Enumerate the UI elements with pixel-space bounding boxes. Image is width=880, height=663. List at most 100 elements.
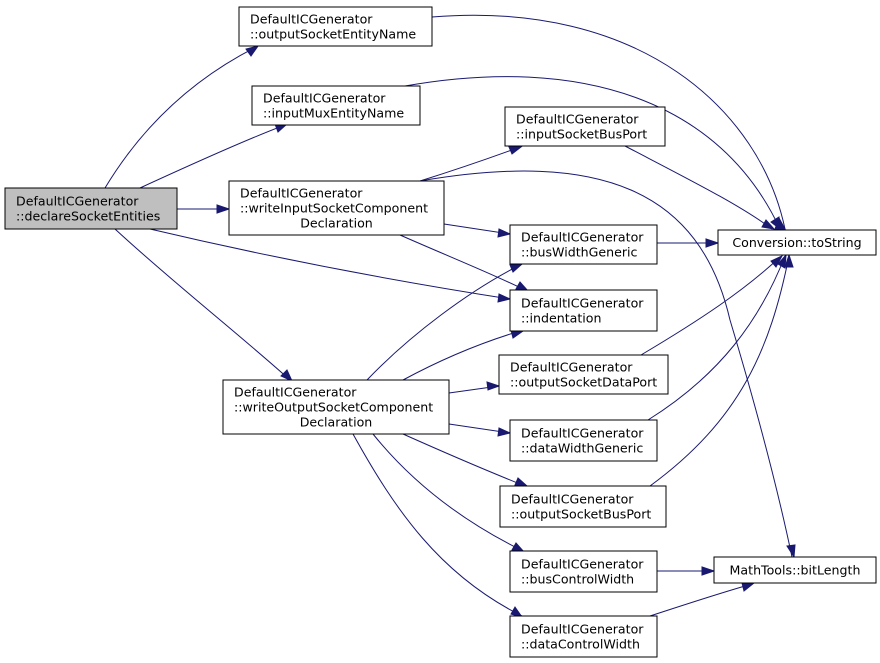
edge-writeOut-to-busWidth xyxy=(366,263,524,381)
edge-inBusPort-to-toString xyxy=(624,145,776,230)
node-label-line: ::outputSocketBusPort xyxy=(511,507,651,522)
node-label-line: ::indentation xyxy=(521,311,601,326)
edge-line xyxy=(402,433,526,487)
arrowhead-icon xyxy=(786,544,796,559)
node-label-line: ::writeInputSocketComponent xyxy=(240,201,428,216)
arrowhead-icon xyxy=(486,381,501,391)
arrowhead-icon xyxy=(216,204,231,214)
arrowhead-icon xyxy=(784,253,794,268)
node-box xyxy=(251,85,421,126)
node-box xyxy=(509,289,658,332)
edge-writeOut-to-dataWidth xyxy=(448,423,512,437)
edges-layer xyxy=(104,14,796,618)
node-label-line: DefaultICGenerator xyxy=(510,360,633,375)
node-label-line: DefaultICGenerator xyxy=(521,296,644,311)
edge-line xyxy=(149,228,511,300)
node-bitLength[interactable]: MathTools::bitLength xyxy=(713,556,877,584)
node-inBusPort[interactable]: DefaultICGenerator::inputSocketBusPort xyxy=(504,106,666,147)
node-outDataPort[interactable]: DefaultICGenerator::outputSocketDataPort xyxy=(498,354,669,395)
node-box xyxy=(498,354,669,395)
edge-dataCtrl-to-bitLength xyxy=(649,582,756,617)
node-declare[interactable]: DefaultICGenerator::declareSocketEntitie… xyxy=(4,187,178,230)
node-label-line: ::busWidthGeneric xyxy=(521,245,638,260)
node-box xyxy=(713,556,877,584)
edge-declare-to-writeOut xyxy=(114,228,294,383)
edge-writeIn-to-bitLength xyxy=(419,170,796,559)
edge-declare-to-writeIn xyxy=(177,204,231,214)
edge-declare-to-indent xyxy=(149,228,512,303)
node-box xyxy=(509,550,658,593)
node-label-line: ::outputSocketEntityName xyxy=(250,27,416,42)
node-toString[interactable]: Conversion::toString xyxy=(717,229,877,256)
edge-line xyxy=(647,255,786,421)
edge-line xyxy=(352,433,523,617)
node-writeIn[interactable]: DefaultICGenerator::writeInputSocketComp… xyxy=(228,180,445,236)
node-busWidth[interactable]: DefaultICGenerator::busWidthGeneric xyxy=(509,224,658,265)
edge-writeOut-to-outBusPort xyxy=(402,433,529,487)
node-label-line: DefaultICGenerator xyxy=(521,426,644,441)
node-box xyxy=(499,485,667,528)
edge-declare-to-inMuxEntName xyxy=(139,123,289,189)
node-label-line: DefaultICGenerator xyxy=(234,385,357,400)
node-label-line: DefaultICGenerator xyxy=(521,230,644,245)
edge-line xyxy=(624,145,773,230)
node-label-line: DefaultICGenerator xyxy=(521,557,644,572)
arrowhead-icon xyxy=(497,228,512,238)
node-outEntName[interactable]: DefaultICGenerator::outputSocketEntityNa… xyxy=(238,6,433,47)
node-writeOut[interactable]: DefaultICGenerator::writeOutputSocketCom… xyxy=(222,379,450,435)
node-outBusPort[interactable]: DefaultICGenerator::outputSocketBusPort xyxy=(499,485,667,528)
node-label-line: DefaultICGenerator xyxy=(240,186,363,201)
node-box xyxy=(504,106,666,147)
node-box xyxy=(509,419,658,462)
edge-line xyxy=(649,255,790,487)
edge-line xyxy=(419,146,521,182)
arrowhead-icon xyxy=(497,293,512,303)
edge-line xyxy=(372,433,524,552)
node-label-line: DefaultICGenerator xyxy=(521,622,644,637)
edge-writeIn-to-busWidth xyxy=(443,223,512,238)
arrowhead-icon xyxy=(770,254,784,268)
node-label-line: Conversion::toString xyxy=(732,235,861,250)
node-label-line: DefaultICGenerator xyxy=(511,492,634,507)
node-box xyxy=(228,180,445,236)
arrowhead-icon xyxy=(777,253,787,269)
node-box xyxy=(238,6,433,47)
edge-line xyxy=(419,170,793,558)
arrowhead-icon xyxy=(514,477,529,487)
edge-busCtrl-to-bitLength xyxy=(657,566,716,576)
edge-busWidth-to-toString xyxy=(657,238,720,248)
node-label-line: DefaultICGenerator xyxy=(263,91,386,106)
node-box xyxy=(509,615,658,658)
node-label-line: ::outputSocketDataPort xyxy=(510,375,657,390)
edge-writeIn-to-inBusPort xyxy=(419,146,523,182)
node-dataCtrl[interactable]: DefaultICGenerator::dataControlWidth xyxy=(509,615,658,658)
edge-writeIn-to-indent xyxy=(399,234,530,292)
node-label-line: Declaration xyxy=(300,415,373,430)
node-label-line: Declaration xyxy=(300,216,373,231)
arrowhead-icon xyxy=(770,216,781,231)
node-label-line: MathTools::bitLength xyxy=(730,563,861,578)
node-inMuxEntName[interactable]: DefaultICGenerator::inputMuxEntityName xyxy=(251,85,421,126)
node-label-line: ::busControlWidth xyxy=(521,572,634,587)
arrowhead-icon xyxy=(497,427,512,437)
node-label-line: ::writeOutputSocketComponent xyxy=(234,400,433,415)
node-box xyxy=(717,229,877,256)
node-label-line: ::dataControlWidth xyxy=(521,637,640,652)
edge-line xyxy=(404,76,781,230)
arrowhead-icon xyxy=(509,263,524,273)
node-busCtrl[interactable]: DefaultICGenerator::busControlWidth xyxy=(509,550,658,593)
node-dataWidth[interactable]: DefaultICGenerator::dataWidthGeneric xyxy=(509,419,658,462)
edge-declare-to-outEntName xyxy=(104,45,260,189)
arrowhead-icon xyxy=(761,219,776,230)
edge-line xyxy=(114,228,291,381)
node-indent[interactable]: DefaultICGenerator::indentation xyxy=(509,289,658,332)
edge-inMuxEntName-to-toString xyxy=(404,76,781,231)
node-box xyxy=(222,379,450,435)
arrowhead-icon xyxy=(245,45,260,57)
edge-line xyxy=(402,330,521,381)
arrowhead-icon xyxy=(508,146,523,155)
node-label-line: DefaultICGenerator xyxy=(250,12,373,27)
node-box xyxy=(4,187,178,230)
node-box xyxy=(509,224,658,265)
